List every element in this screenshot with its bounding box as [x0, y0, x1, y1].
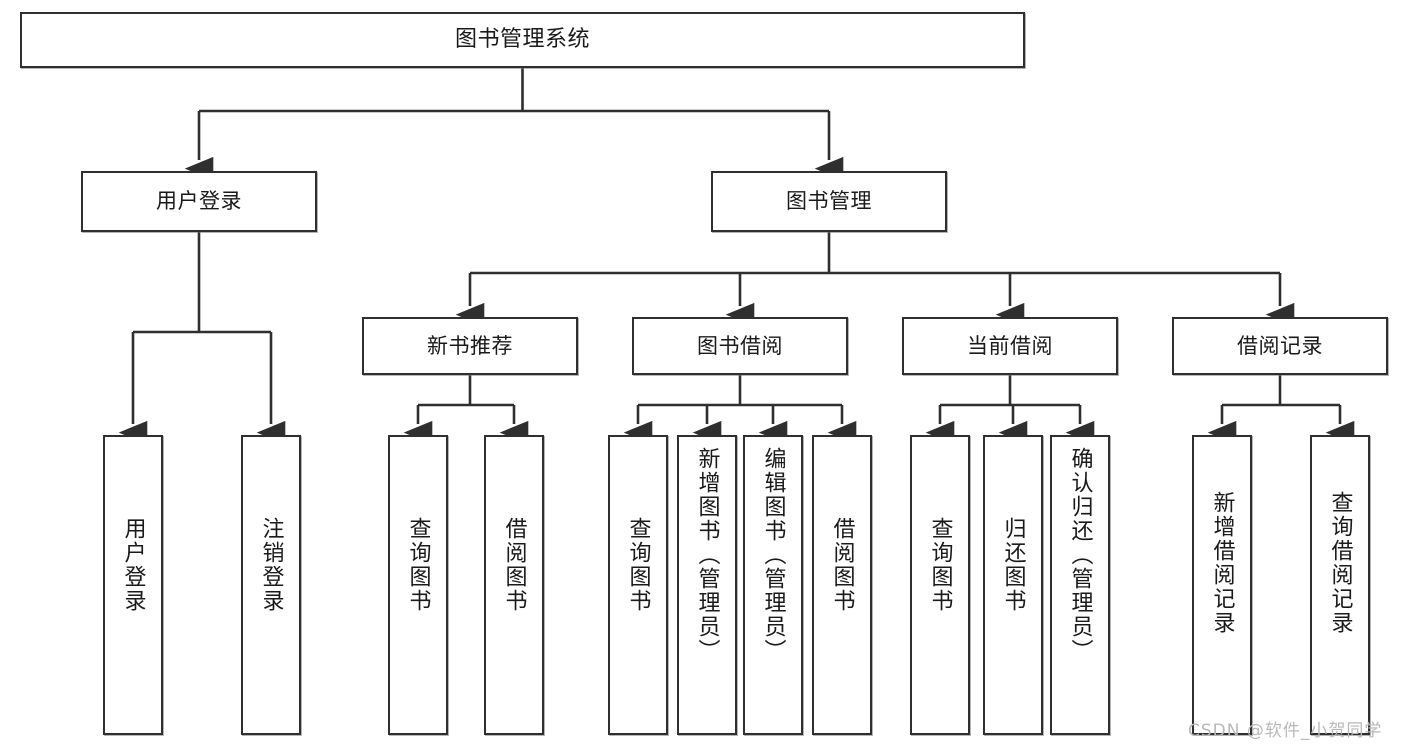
node-label: 归还图书	[1000, 517, 1026, 613]
node-label: 当前借阅	[967, 333, 1053, 358]
node-label: 用户登录	[156, 189, 242, 214]
edge-trunk	[470, 232, 1280, 275]
node-leaf-edit-book-admin[interactable]: 编辑图书（管理员）	[743, 435, 803, 735]
node-label: 新书推荐	[427, 333, 513, 358]
node-leaf-user-login[interactable]: 用户登录	[103, 435, 163, 735]
node-label: 查询图书	[927, 517, 953, 613]
node-borrow-record[interactable]: 借阅记录	[1172, 317, 1388, 375]
edge-trunk	[199, 68, 829, 113]
node-current-borrow[interactable]: 当前借阅	[902, 317, 1118, 375]
node-label: 借阅记录	[1237, 333, 1323, 358]
node-label: 图书管理系统	[454, 27, 590, 53]
node-leaf-query-book-2[interactable]: 查询图书	[608, 435, 668, 735]
node-label: 查询图书	[625, 517, 651, 613]
node-label: 借阅图书	[829, 517, 855, 613]
node-leaf-borrow-book-1[interactable]: 借阅图书	[484, 435, 544, 735]
node-label: 查询借阅记录	[1327, 491, 1353, 635]
node-user-login[interactable]: 用户登录	[81, 171, 317, 232]
node-leaf-confirm-return-admin[interactable]: 确认归还（管理员）	[1050, 435, 1110, 735]
node-leaf-query-book-1[interactable]: 查询图书	[388, 435, 448, 735]
node-label: 编辑图书（管理员）	[760, 447, 786, 663]
node-leaf-add-borrow-record[interactable]: 新增借阅记录	[1192, 435, 1252, 735]
node-label: 图书借阅	[697, 333, 783, 358]
edge-trunk	[638, 375, 842, 407]
node-leaf-return-book[interactable]: 归还图书	[983, 435, 1043, 735]
node-root[interactable]: 图书管理系统	[20, 12, 1025, 68]
node-label: 确认归还（管理员）	[1067, 447, 1093, 663]
node-leaf-query-borrow-record[interactable]: 查询借阅记录	[1310, 435, 1370, 735]
node-new-book-rec[interactable]: 新书推荐	[362, 317, 578, 375]
node-label: 新增图书（管理员）	[694, 447, 720, 663]
edge-trunk	[133, 232, 271, 334]
csdn-watermark: CSDN @软件_小贺同学	[1188, 721, 1383, 741]
node-book-manage[interactable]: 图书管理	[711, 171, 947, 232]
node-leaf-query-book-3[interactable]: 查询图书	[910, 435, 970, 735]
edge-trunk	[1222, 375, 1340, 407]
node-label: 图书管理	[786, 189, 872, 214]
edge-trunk	[418, 375, 514, 407]
edge-trunk	[940, 375, 1080, 407]
node-leaf-add-book-admin[interactable]: 新增图书（管理员）	[677, 435, 737, 735]
node-leaf-borrow-book-2[interactable]: 借阅图书	[812, 435, 872, 735]
node-leaf-user-logout[interactable]: 注销登录	[241, 435, 301, 735]
node-label: 新增借阅记录	[1209, 491, 1235, 635]
node-label: 查询图书	[405, 517, 431, 613]
node-book-borrow[interactable]: 图书借阅	[632, 317, 848, 375]
node-label: 注销登录	[258, 517, 284, 613]
node-label: 借阅图书	[501, 517, 527, 613]
node-label: 用户登录	[120, 517, 146, 613]
